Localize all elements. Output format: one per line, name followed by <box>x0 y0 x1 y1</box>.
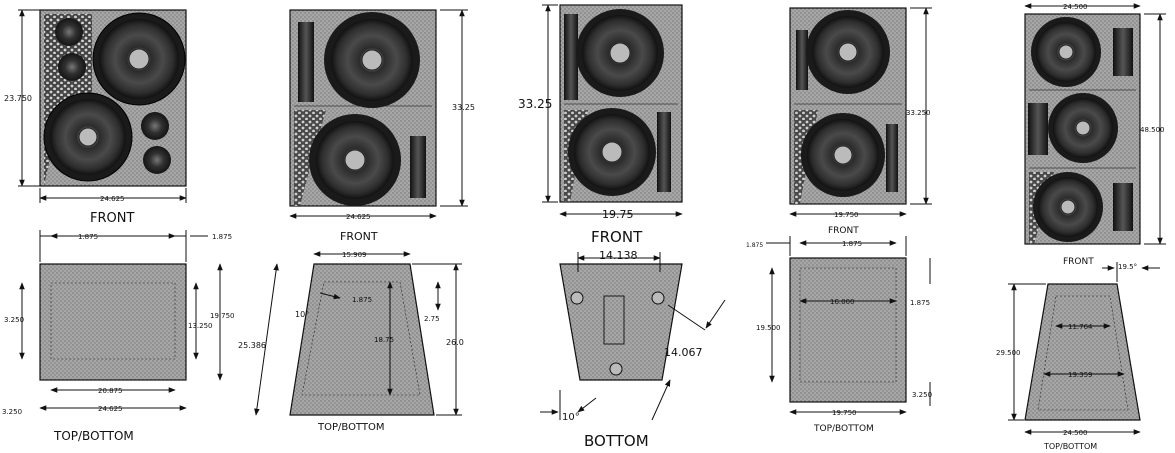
depth-label: 2.75 <box>424 315 440 323</box>
width-label: 24.500 <box>1063 429 1088 437</box>
depth-label: 13.250 <box>188 322 213 330</box>
woofer-icon <box>568 108 656 196</box>
front-width-label: 24.625 <box>346 213 371 221</box>
cabinet-1: 23.750 24.625 FRONT 1.875 1.875 3.250 13… <box>2 9 235 443</box>
width-label: 24.625 <box>98 405 123 413</box>
width-label: 19.750 <box>832 409 857 417</box>
woofer-icon <box>576 9 664 97</box>
tweeter-icon <box>143 146 171 174</box>
tweeter-icon <box>58 53 86 81</box>
inset-label: 1.875 <box>746 242 763 249</box>
front-width-label: 24.625 <box>100 195 125 203</box>
port-icon <box>796 30 808 90</box>
depth-label: 18.75 <box>374 336 394 344</box>
woofer-icon <box>43 92 133 182</box>
port-icon <box>298 22 314 102</box>
cabinet-4-front-view: 33.250 19.750 FRONT <box>789 7 932 236</box>
cabinet-3-front-view: 33.25 19.75 FRONT <box>518 4 683 246</box>
width-label: 15.909 <box>342 251 367 259</box>
depth-label: 26.0 <box>446 338 464 347</box>
cabinet-2: 33.25 24.625 FRONT 15.909 25.386 10° 1.8… <box>238 9 475 433</box>
screw-hole-icon <box>609 362 623 376</box>
front-width-label: 19.75 <box>602 208 634 221</box>
view-label: FRONT <box>90 211 134 226</box>
width-label: 19.359 <box>1068 371 1093 379</box>
front-height-label: 33.250 <box>906 109 931 117</box>
tweeter-icon <box>55 18 83 46</box>
view-label: TOP/BOTTOM <box>53 429 134 443</box>
depth-label: 3.250 <box>4 316 24 324</box>
view-label: FRONT <box>828 226 859 236</box>
width-label: 14.138 <box>599 249 638 262</box>
top-panel <box>289 263 435 416</box>
woofer-icon <box>324 12 420 108</box>
cabinet-5-front-view: 24.500 48.500 FRONT <box>1024 3 1166 267</box>
woofer-icon <box>92 12 186 106</box>
port-icon <box>657 112 671 192</box>
port-icon <box>1113 183 1133 231</box>
inset-label: 1.875 <box>842 240 862 248</box>
port-icon <box>410 136 426 198</box>
cabinet-5: 24.500 48.500 FRONT 19.5° 29.500 11.764 … <box>996 3 1166 451</box>
depth-label: 29.500 <box>996 349 1021 357</box>
front-height-label: 33.25 <box>518 97 552 111</box>
screw-hole-icon <box>651 291 665 305</box>
woofer-icon <box>801 113 885 197</box>
tweeter-icon <box>141 112 169 140</box>
angle-label: 10° <box>295 310 309 319</box>
inset-label: 1.875 <box>910 299 930 307</box>
front-height-label: 33.25 <box>452 103 475 112</box>
width-label: 16.000 <box>830 298 855 306</box>
view-label: FRONT <box>591 228 643 246</box>
cabinet-1-front-view: 23.750 24.625 FRONT <box>4 9 187 226</box>
front-height-label: 48.500 <box>1140 126 1165 134</box>
woofer-icon <box>1033 172 1103 242</box>
view-label: TOP/BOTTOM <box>317 422 384 433</box>
cabinet-4-top-view: 1.875 1.875 16.000 1.875 19.500 3.250 19… <box>746 236 932 434</box>
screw-hole-icon <box>570 291 584 305</box>
top-panel <box>1024 283 1141 421</box>
woofer-icon <box>1048 93 1118 163</box>
inset-label: 1.875 <box>352 296 372 304</box>
side-length-label: 14.067 <box>664 346 703 359</box>
cabinet-1-top-view: 1.875 1.875 3.250 13.250 19.750 20.875 3… <box>2 230 235 443</box>
angle-label: 19.5° <box>1118 263 1137 271</box>
angle-label: 10° <box>562 412 580 423</box>
cabinet-2-front-view: 33.25 24.625 FRONT <box>289 9 475 243</box>
view-label: BOTTOM <box>584 432 649 450</box>
woofer-icon <box>806 10 890 94</box>
front-height-label: 23.750 <box>4 94 32 103</box>
view-label: TOP/BOTTOM <box>813 424 874 434</box>
cabinet-5-top-view: 19.5° 29.500 11.764 19.359 24.500 TOP/BO… <box>996 262 1160 451</box>
woofer-icon <box>309 114 401 206</box>
top-panel <box>39 263 187 381</box>
view-label: TOP/BOTTOM <box>1043 442 1097 451</box>
cabinet-3: 33.25 19.75 FRONT 14.138 14.067 10° BOTT… <box>518 4 726 450</box>
port-icon <box>1028 103 1048 155</box>
top-panel <box>789 257 907 403</box>
bottom-panel <box>559 263 683 381</box>
width-label: 11.764 <box>1068 323 1093 331</box>
view-label: FRONT <box>340 230 378 243</box>
width-label: 20.875 <box>98 387 123 395</box>
front-width-label: 19.750 <box>834 211 859 219</box>
depth-label: 19.750 <box>210 312 235 320</box>
woofer-icon <box>1031 17 1101 87</box>
cabinet-3-bottom-view: 14.138 14.067 10° BOTTOM <box>540 249 726 450</box>
cabinet-4: 33.250 19.750 FRONT 1.875 1.875 16.000 1… <box>746 7 932 434</box>
side-length-label: 25.386 <box>238 341 266 350</box>
port-icon <box>564 14 578 100</box>
inset-label: 1.875 <box>212 233 232 241</box>
port-icon <box>1113 28 1133 76</box>
inset-label: 3.250 <box>912 391 932 399</box>
inset-label: 3.250 <box>2 408 22 416</box>
inset-label: 1.875 <box>78 233 98 241</box>
cabinet-2-top-view: 15.909 25.386 10° 1.875 2.75 18.75 26.0 … <box>238 251 464 433</box>
front-width-label: 24.500 <box>1063 3 1088 11</box>
view-label: FRONT <box>1063 257 1094 267</box>
connector-plate-icon <box>603 295 625 345</box>
depth-label: 19.500 <box>756 324 781 332</box>
port-icon <box>886 124 898 192</box>
